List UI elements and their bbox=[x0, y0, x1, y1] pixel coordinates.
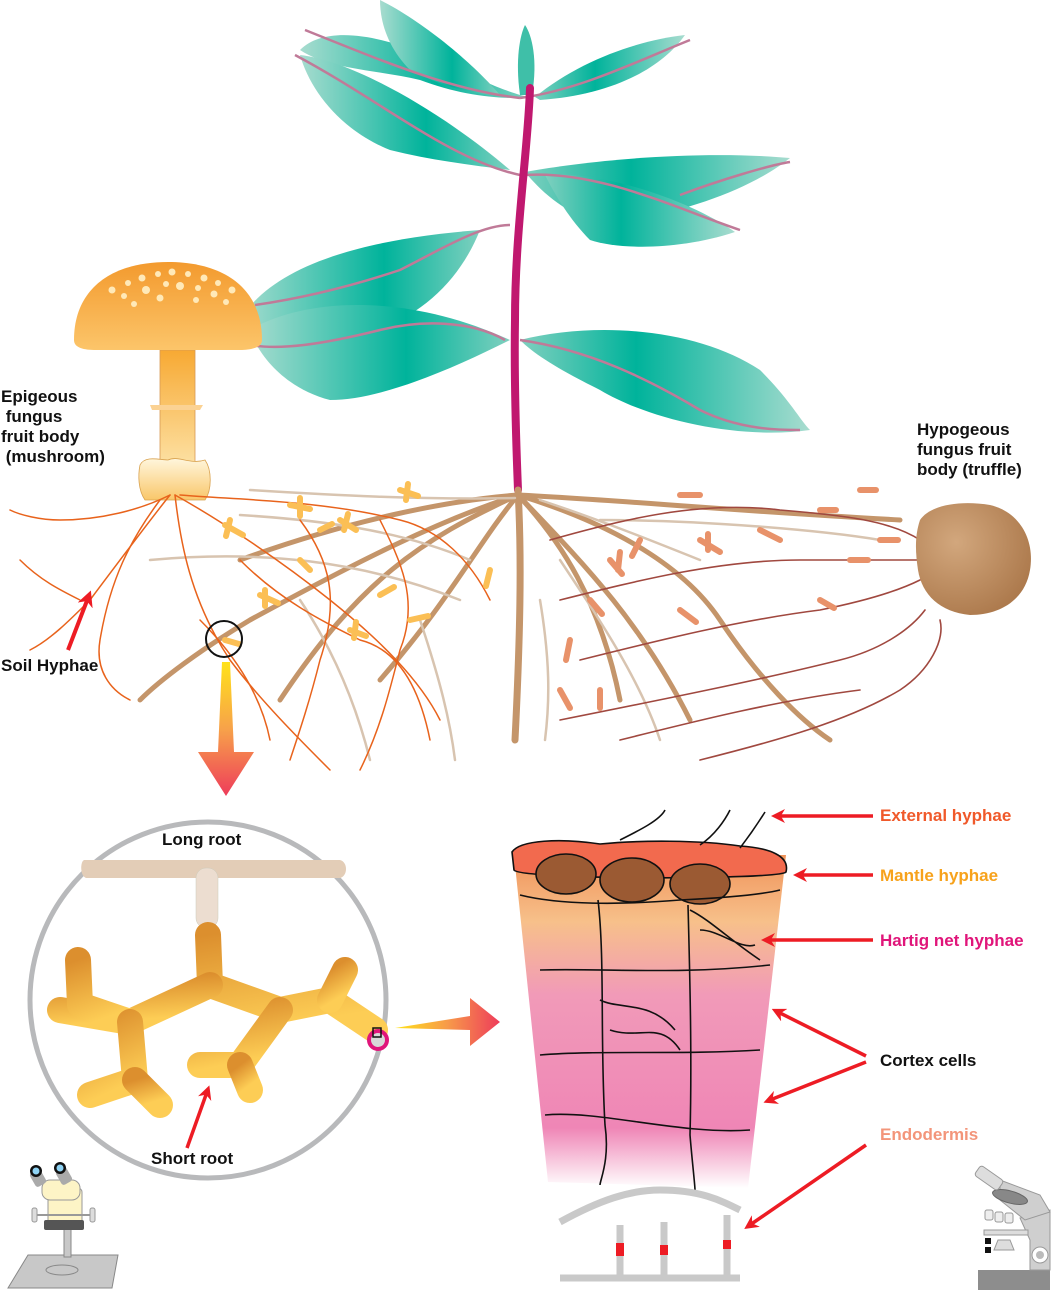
lateral-root bbox=[515, 492, 623, 703]
endodermis-label: Endodermis bbox=[880, 1125, 979, 1144]
mushroom-ring bbox=[150, 405, 203, 410]
soil-hypha bbox=[174, 494, 441, 721]
tannin-cell bbox=[669, 863, 731, 905]
casparian-strip bbox=[660, 1245, 668, 1255]
cortex-cells-arrow bbox=[763, 1060, 867, 1104]
lateral-root bbox=[277, 492, 521, 703]
soil-hypha bbox=[29, 494, 171, 651]
soil-hypha bbox=[9, 494, 171, 521]
root-cross-section bbox=[511, 809, 788, 1282]
zoom-down-arrow bbox=[198, 662, 254, 796]
mantle-hyphae-layer bbox=[519, 889, 781, 905]
leaf bbox=[517, 25, 535, 95]
hypogeous-fruit-body-label: Hypogeous fungus fruit body (truffle) bbox=[917, 420, 1022, 479]
leaf-vein bbox=[519, 38, 691, 100]
leaf bbox=[250, 305, 510, 400]
lateral-root bbox=[515, 492, 903, 523]
mantle-hyphae-label: Mantle hyphae bbox=[880, 866, 999, 885]
truffle-hypha bbox=[619, 689, 861, 741]
leaf-vein bbox=[304, 28, 521, 100]
stereo-microscope-icon bbox=[7, 1162, 119, 1289]
soil-hyphae-arrow bbox=[66, 590, 93, 651]
mushroom bbox=[74, 262, 262, 501]
truffle-hypha bbox=[559, 609, 926, 721]
cortex-wall bbox=[687, 904, 696, 1191]
tap-root bbox=[511, 486, 524, 744]
leaf-vein bbox=[254, 223, 511, 307]
cortex-wall bbox=[539, 964, 771, 972]
leaf-vein bbox=[524, 173, 741, 232]
mushroom-cap bbox=[74, 262, 262, 350]
tannin-cell bbox=[599, 857, 665, 903]
tannin-cell bbox=[535, 853, 597, 895]
short-root-stalk bbox=[195, 867, 219, 929]
short-root-label: Short root bbox=[151, 1149, 234, 1168]
truffle-hypha bbox=[559, 559, 921, 601]
cortex-wall bbox=[539, 1049, 761, 1056]
soil-hypha bbox=[98, 499, 161, 701]
leaf bbox=[520, 330, 810, 433]
cortex-cells-label: Cortex cells bbox=[880, 1051, 977, 1070]
soil-hyphae-label: Soil Hyphae bbox=[1, 656, 99, 675]
plant-shoot bbox=[240, 0, 810, 494]
soil-hypha bbox=[19, 559, 81, 601]
plant-stem bbox=[510, 84, 534, 494]
lateral-root bbox=[377, 492, 521, 683]
leaf bbox=[545, 174, 735, 247]
truffle-hypha bbox=[549, 506, 921, 541]
hartig-net-hyphae-label: Hartig net hyphae bbox=[880, 931, 1024, 950]
cortex-wall bbox=[544, 1113, 751, 1132]
soil-hypha bbox=[359, 519, 409, 771]
zoom-right-arrow bbox=[395, 998, 500, 1046]
section-marker bbox=[367, 1029, 389, 1051]
leaf-vein bbox=[679, 160, 791, 197]
section-marker-box bbox=[372, 1027, 382, 1038]
endodermis-arrow bbox=[744, 1143, 867, 1229]
root-system bbox=[9, 481, 942, 771]
lateral-root bbox=[137, 492, 521, 703]
casparian-strip bbox=[723, 1240, 731, 1249]
long-root-label: Long root bbox=[162, 830, 242, 849]
soil-hypha bbox=[239, 559, 431, 741]
soil-hypha bbox=[179, 494, 491, 601]
leaf bbox=[300, 55, 510, 170]
lateral-root bbox=[515, 492, 833, 743]
casparian-strip bbox=[616, 1243, 624, 1256]
cortex-wall bbox=[597, 899, 608, 1186]
epigeous-fruit-body-label: Epigeous fungus fruit body (mushroom) bbox=[1, 387, 105, 466]
magnify-target-circle bbox=[205, 620, 243, 658]
external-hyphae-label: External hyphae bbox=[880, 806, 1012, 825]
hartig-net bbox=[599, 909, 761, 1051]
cortex-block bbox=[514, 855, 786, 1188]
leaf-vein bbox=[519, 338, 801, 432]
cap-spots bbox=[108, 268, 236, 307]
leaf bbox=[380, 0, 500, 95]
soil-hypha bbox=[174, 494, 331, 771]
truffle-hypha bbox=[699, 619, 942, 761]
short-root-arrow bbox=[185, 1085, 212, 1149]
cortex-cells-arrow bbox=[771, 1008, 867, 1058]
soil-hypha bbox=[199, 619, 271, 741]
long-root bbox=[81, 860, 346, 878]
truffle-hypha bbox=[579, 579, 921, 661]
mushroom-volva bbox=[138, 458, 211, 501]
leaf bbox=[535, 35, 685, 100]
branched-short-root bbox=[47, 922, 388, 1118]
truffle bbox=[915, 503, 1031, 615]
compound-microscope-icon bbox=[974, 1165, 1051, 1290]
endodermis-wall bbox=[558, 1186, 742, 1226]
soil-hypha bbox=[289, 519, 332, 761]
leaf-vein bbox=[249, 322, 506, 349]
magnified-root-view bbox=[27, 819, 389, 1181]
leaf-vein bbox=[294, 53, 521, 177]
